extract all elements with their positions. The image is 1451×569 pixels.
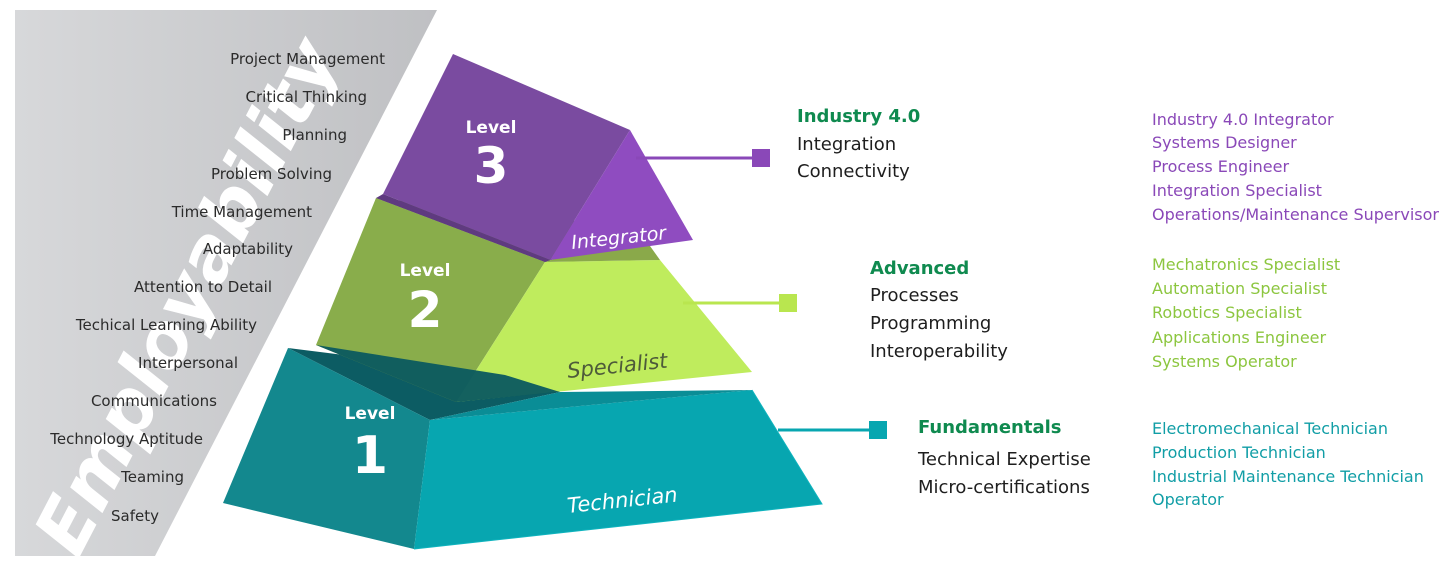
- category-line: Processes: [870, 285, 959, 306]
- job-title: Systems Designer: [1152, 133, 1297, 152]
- level-1-word: Level: [345, 404, 396, 424]
- skill-item: Project Management: [230, 50, 385, 68]
- skill-item: Techical Learning Ability: [75, 316, 257, 334]
- skill-item: Time Management: [171, 203, 312, 221]
- category-line: Micro-certifications: [918, 477, 1090, 498]
- skill-item: Planning: [282, 126, 347, 144]
- skill-item: Interpersonal: [138, 354, 238, 372]
- job-title: Electromechanical Technician: [1152, 419, 1388, 438]
- job-title: Industrial Maintenance Technician: [1152, 467, 1424, 486]
- job-title: Integration Specialist: [1152, 181, 1322, 200]
- connector-level-3: [636, 149, 770, 167]
- category-line: Programming: [870, 313, 992, 334]
- skill-item: Adaptability: [202, 240, 293, 258]
- level-3-word: Level: [466, 118, 517, 138]
- category-line: Connectivity: [797, 161, 910, 182]
- category-line: Technical Expertise: [918, 449, 1091, 470]
- skill-item: Attention to Detail: [133, 278, 272, 296]
- job-title: Industry 4.0 Integrator: [1152, 110, 1334, 129]
- level-3-number: 3: [474, 137, 509, 195]
- job-title: Applications Engineer: [1152, 328, 1327, 347]
- category-title-advanced: Advanced: [870, 258, 970, 279]
- job-title: Process Engineer: [1152, 157, 1290, 176]
- category-title-fundamentals: Fundamentals: [918, 417, 1062, 438]
- connector-level-1: [778, 421, 887, 439]
- level-2-number: 2: [408, 281, 443, 339]
- skill-item: Teaming: [121, 468, 184, 486]
- job-title: Robotics Specialist: [1152, 303, 1302, 322]
- category-line: Integration: [797, 134, 897, 155]
- job-titles-column: Industry 4.0 Integrator Systems Designer…: [1152, 0, 1451, 569]
- skill-item: Safety: [111, 507, 159, 525]
- band-shape: [15, 10, 437, 556]
- job-title: Operations/Maintenance Supervisor: [1152, 205, 1439, 224]
- level-2-word: Level: [400, 261, 451, 281]
- category-line: Interoperability: [870, 341, 1008, 362]
- job-title: Production Technician: [1152, 443, 1326, 462]
- skill-item: Communications: [90, 392, 217, 410]
- skill-item: Critical Thinking: [245, 88, 367, 106]
- job-title: Systems Operator: [1152, 352, 1297, 371]
- job-title: Operator: [1152, 490, 1224, 509]
- connector-level-2: [683, 294, 797, 312]
- level-1-number: 1: [352, 426, 388, 486]
- tier-level-2: Specialist: [316, 198, 752, 402]
- skill-item: Technology Aptitude: [50, 430, 203, 448]
- skill-item: Problem Solving: [210, 165, 332, 183]
- tier-level-3: Integrator: [376, 54, 693, 262]
- category-title-industry-4-0: Industry 4.0: [797, 106, 921, 127]
- job-title: Automation Specialist: [1152, 279, 1327, 298]
- job-title: Mechatronics Specialist: [1152, 255, 1341, 274]
